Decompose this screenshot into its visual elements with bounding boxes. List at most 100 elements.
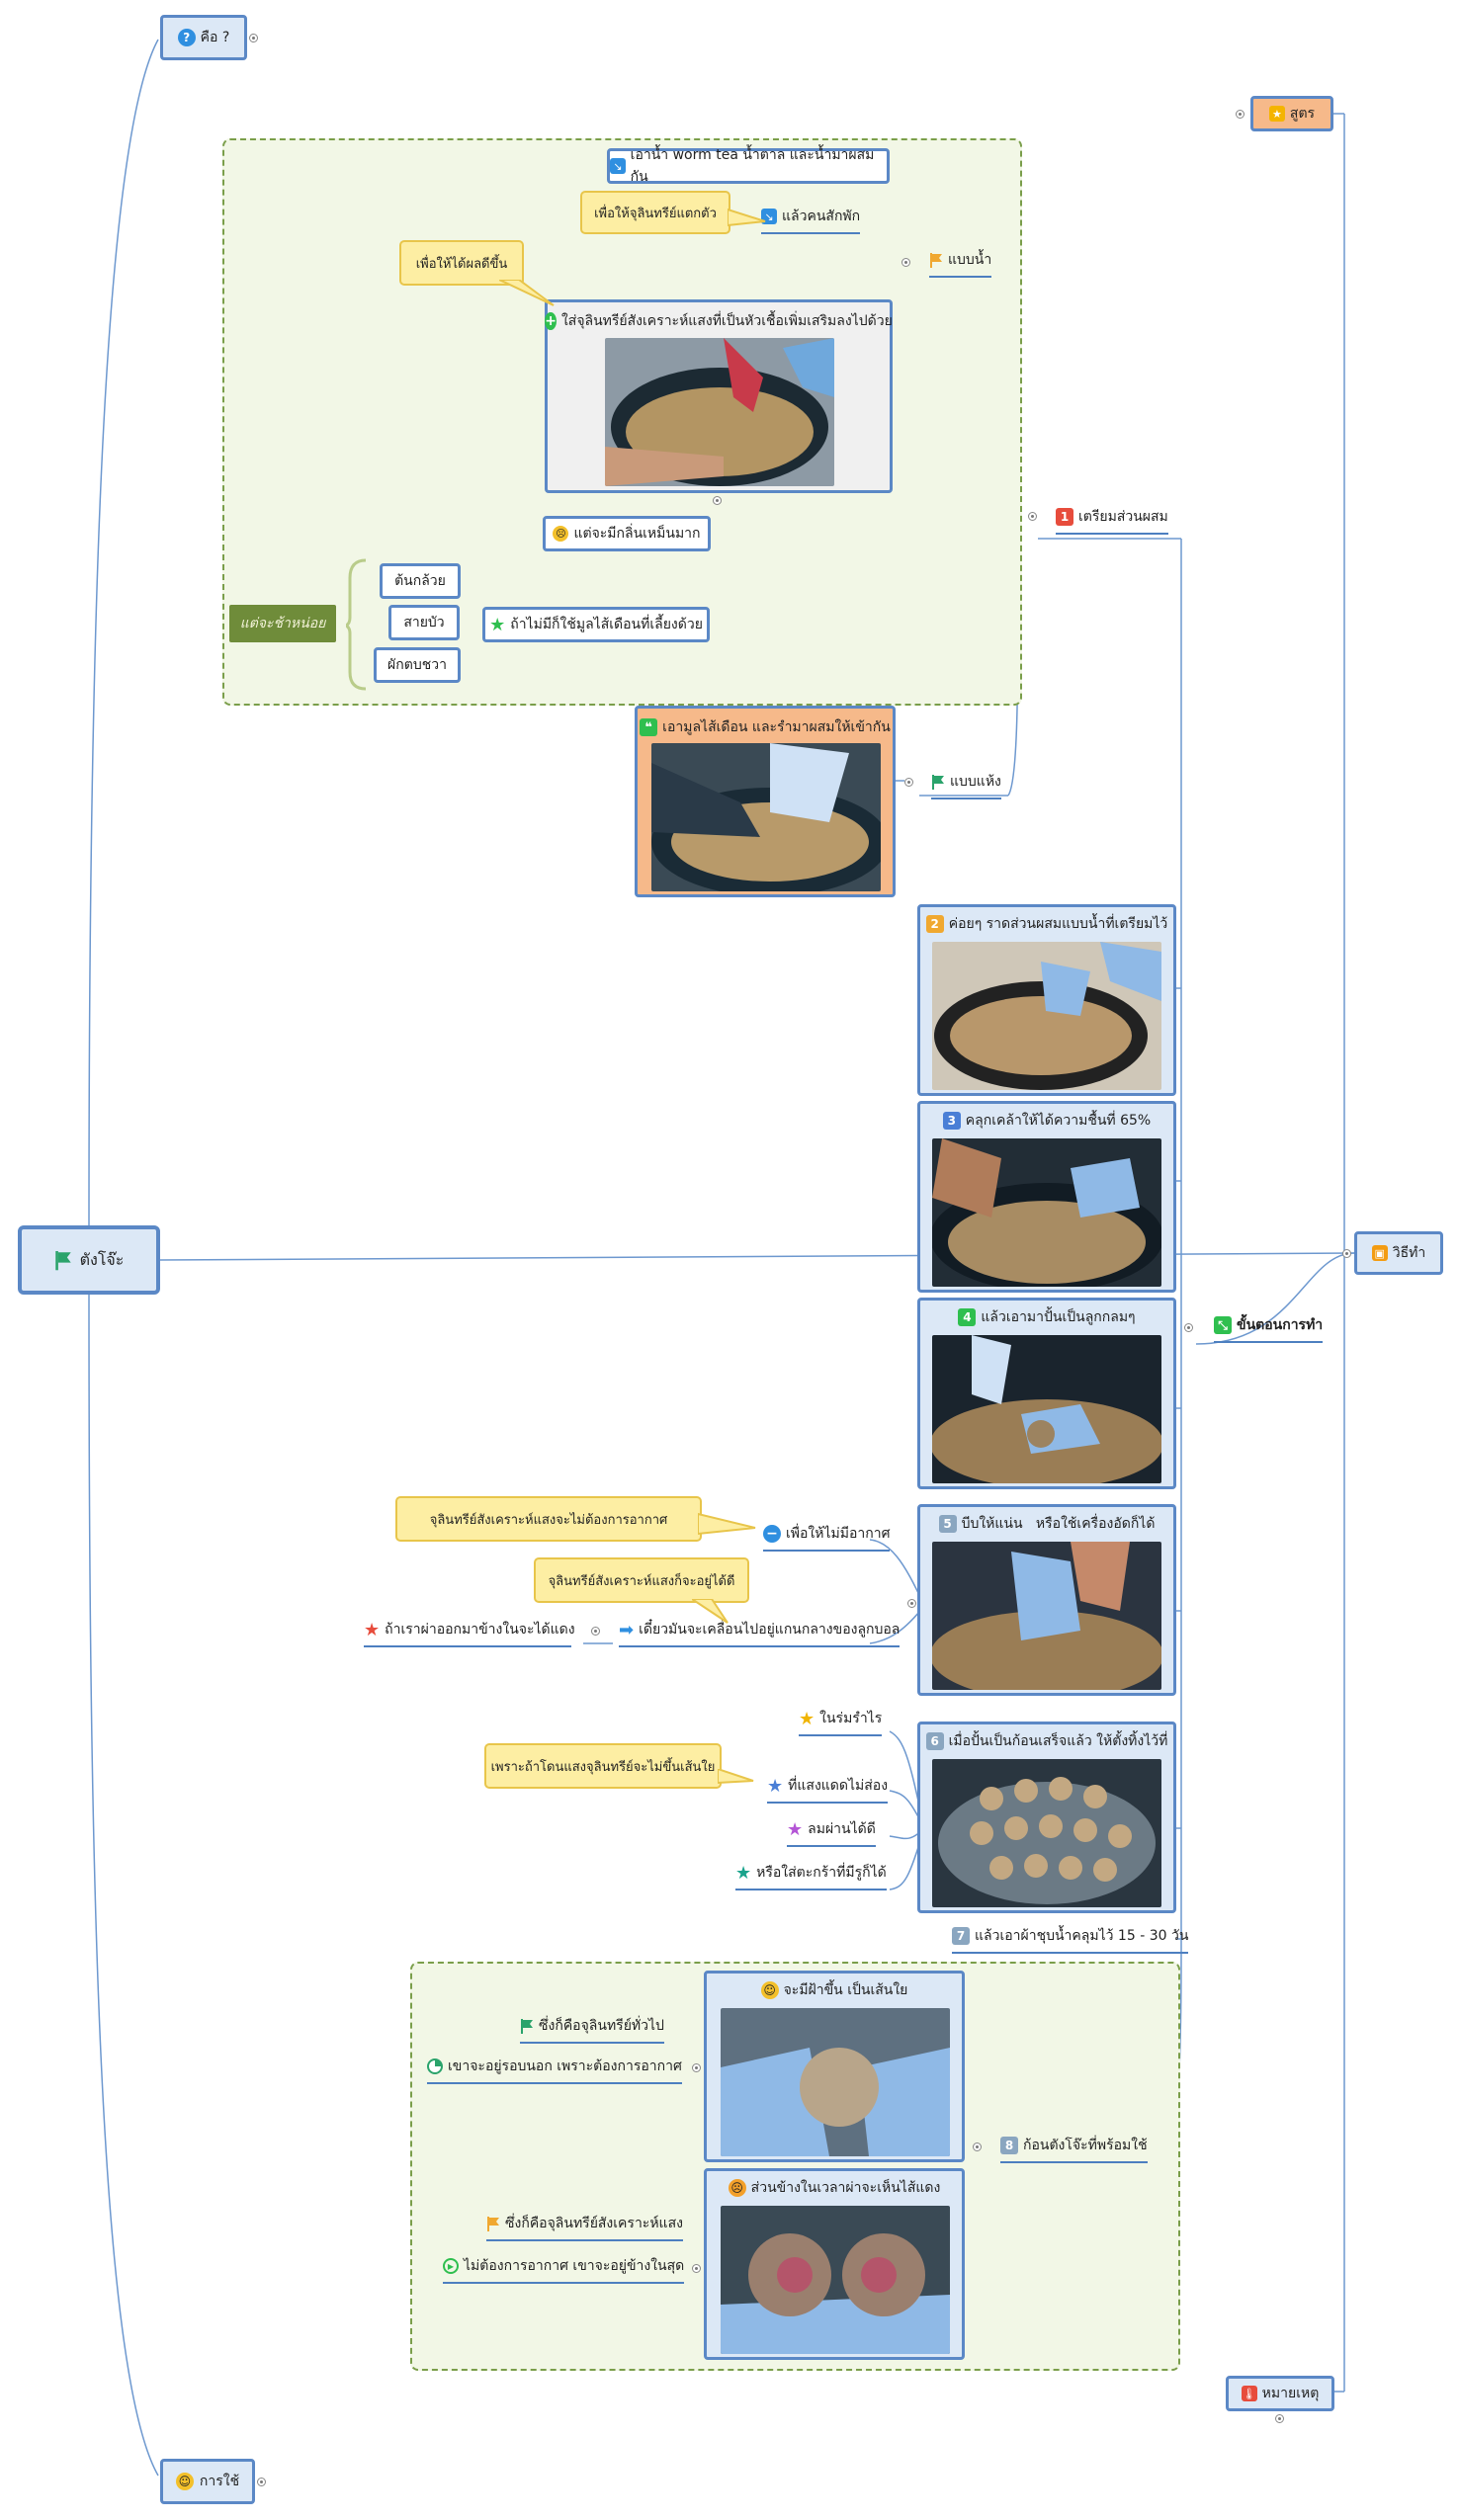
callout-stir: เพื่อให้จุลินทรีย์แตกตัว	[580, 191, 730, 234]
pie-icon	[427, 2058, 443, 2074]
number-badge-5: 5	[938, 1515, 957, 1533]
collapse-toggle[interactable]	[692, 2264, 701, 2273]
step-8[interactable]: 8 ก้อนตังโจ๊ะที่พร้อมใช้	[1000, 2135, 1148, 2163]
collapse-toggle[interactable]	[1275, 2414, 1284, 2423]
step-8-label: ก้อนตังโจ๊ะที่พร้อมใช้	[1023, 2138, 1148, 2153]
star-icon: ★	[364, 1619, 381, 1640]
topic-note-label: หมายเหตุ	[1261, 2386, 1320, 2401]
wet-step-psb[interactable]: + ใส่จุลินทรีย์สังเคราะห์แสงที่เป็นหัวเช…	[545, 299, 893, 493]
step6-shade[interactable]: ★ ในร่มรำไร	[799, 1708, 883, 1736]
callout-tail	[499, 280, 555, 306]
step-6-label: เมื่อปั้นเป็นก้อนเสร็จแล้ว ให้ตั้งทิ้งไว…	[948, 1733, 1168, 1749]
step-4[interactable]: 4 แล้วเอามาปั้นเป็นลูกกลมๆ	[917, 1298, 1176, 1489]
callout-tail	[728, 208, 766, 227]
topic-formula[interactable]: ★ สูตร	[1250, 96, 1333, 131]
collapse-toggle[interactable]	[907, 1599, 916, 1608]
topic-note[interactable]: 🌡 หมายเหตุ	[1226, 2376, 1334, 2411]
wet-step-stir[interactable]: ↘ แล้วคนสักพัก	[761, 206, 861, 234]
collapse-toggle[interactable]	[973, 2142, 982, 2151]
wet-step-psb-label: ใส่จุลินทรีย์สังเคราะห์แสงที่เป็นหัวเชื้…	[560, 313, 893, 329]
veg-summary-tag: แต่จะช้าหน่อย	[229, 605, 336, 642]
step-6[interactable]: 6 เมื่อปั้นเป็นก้อนเสร็จแล้ว ให้ตั้งทิ้ง…	[917, 1722, 1176, 1913]
callout-psb: เพื่อให้ได้ผลดีขึ้น	[399, 240, 524, 286]
result-inside-b[interactable]: ▶ ไม่ต้องการอากาศ เขาจะอยู่ข้างในสุด	[443, 2255, 685, 2284]
topic-what[interactable]: ? คือ ?	[160, 15, 247, 60]
collapse-toggle[interactable]	[901, 258, 910, 267]
wet-step-worm-cast-label: ถ้าไม่มีก็ใช้มูลไส้เดือนที่เลี้ยงด้วย	[510, 617, 703, 632]
minus-icon: −	[763, 1525, 781, 1543]
number-badge-1: 1	[1056, 508, 1073, 526]
result-inside-a[interactable]: ซึ่งก็คือจุลินทรีย์สังเคราะห์แสง	[486, 2213, 683, 2241]
veg-item-banana[interactable]: ต้นกล้วย	[380, 563, 461, 599]
central-topic[interactable]: ตังโจ๊ะ	[18, 1225, 160, 1295]
result-outside-b[interactable]: เขาจะอยู่รอบนอก เพราะต้องการอากาศ	[427, 2056, 682, 2084]
dry-step-mix[interactable]: ❝ เอามูลไส้เดือน และรำมาผสมให้เข้ากัน	[635, 706, 896, 897]
callout-stir-text: เพื่อให้จุลินทรีย์แตกตัว	[594, 206, 717, 221]
step5-no-air[interactable]: − เพื่อให้ไม่มีอากาศ	[763, 1523, 891, 1552]
collapse-toggle[interactable]	[249, 34, 258, 42]
result-outside-a[interactable]: ซึ่งก็คือจุลินทรีย์ทั่วไป	[520, 2015, 664, 2044]
question-icon: ?	[177, 29, 196, 46]
callout-tail	[698, 1512, 756, 1536]
wet-method[interactable]: แบบน้ำ	[929, 249, 992, 278]
flag-icon	[54, 1251, 71, 1271]
step-5-label: บีบให้แน่น หรือใช้เครื่องอัดก็ได้	[961, 1516, 1156, 1532]
veg-item-hyacinth[interactable]: ผักตบชวา	[374, 647, 461, 683]
result-outside[interactable]: ☺ จะมีฝ้าขึ้น เป็นเส้นใย	[704, 1971, 965, 2162]
number-badge-3: 3	[942, 1112, 961, 1130]
collapse-toggle[interactable]	[713, 496, 722, 505]
topic-method[interactable]: ▣ วิธีทำ	[1354, 1231, 1443, 1275]
collapse-toggle[interactable]	[1342, 1249, 1351, 1258]
collapse-toggle[interactable]	[591, 1627, 600, 1636]
step6-no-sun[interactable]: ★ ที่แสงแดดไม่ส่อง	[767, 1775, 889, 1804]
flag-icon	[521, 2019, 533, 2034]
step-2[interactable]: 2 ค่อยๆ ราดส่วนผสมแบบน้ำที่เตรียมไว้	[917, 904, 1176, 1096]
step5-move-center-label: เดี๋ยวมันจะเคลื่อนไปอยู่แกนกลางของลูกบอล	[639, 1622, 901, 1638]
callout-tail	[692, 1599, 729, 1624]
plus-icon: +	[545, 312, 557, 330]
callout-no-air: จุลินทรีย์สังเคราะห์แสงจะไม่ต้องการอากาศ	[395, 1496, 702, 1542]
callout-no-sun-text: เพราะถ้าโดนแสงจุลินทรีย์จะไม่ขึ้นเส้นใย	[490, 1759, 716, 1775]
step5-red-inside[interactable]: ★ ถ้าเราผ่าออกมาข้างในจะได้แดง	[364, 1619, 575, 1647]
step-5[interactable]: 5 บีบให้แน่น หรือใช้เครื่องอัดก็ได้	[917, 1504, 1176, 1696]
wet-step-smell[interactable]: ☹ แต่จะมีกลิ่นเหม็นมาก	[543, 516, 711, 551]
arrow-down-right-icon: ↘	[610, 158, 626, 174]
arrow-expand-icon: ⤡	[1214, 1316, 1232, 1334]
number-badge-2: 2	[925, 915, 944, 933]
steps-header[interactable]: ⤡ ขั้นตอนการทำ	[1214, 1314, 1324, 1343]
step6-basket[interactable]: ★ หรือใส่ตะกร้าที่มีรูก็ได้	[735, 1862, 887, 1890]
topic-use[interactable]: ☺ การใช้	[160, 2459, 255, 2504]
photo-ball-split	[721, 2206, 950, 2354]
medal-icon: ★	[1268, 106, 1285, 122]
step-4-label: แล้วเอามาปั้นเป็นลูกกลมๆ	[981, 1309, 1136, 1325]
star-icon: ★	[787, 1818, 804, 1840]
number-badge-4: 4	[958, 1308, 977, 1326]
collapse-toggle[interactable]	[904, 778, 913, 787]
smile-icon: ☺	[175, 2473, 194, 2490]
step6-airflow-label: ลมผ่านได้ดี	[808, 1821, 876, 1837]
collapse-toggle[interactable]	[1028, 512, 1037, 521]
step-3[interactable]: 3 คลุกเคล้าให้ได้ความชื้นที่ 65%	[917, 1101, 1176, 1293]
photo-ball-rest	[932, 1759, 1161, 1907]
step6-airflow[interactable]: ★ ลมผ่านได้ดี	[787, 1818, 876, 1847]
collapse-toggle[interactable]	[1184, 1323, 1193, 1332]
flag-icon	[487, 2217, 499, 2231]
star-icon: ★	[735, 1862, 752, 1884]
collapse-toggle[interactable]	[692, 2063, 701, 2072]
callout-tail	[718, 1769, 754, 1785]
veg-item-lotus[interactable]: สายบัว	[388, 605, 460, 640]
collapse-toggle[interactable]	[257, 2478, 266, 2486]
wet-step-worm-cast[interactable]: ★ ถ้าไม่มีก็ใช้มูลไส้เดือนที่เลี้ยงด้วย	[482, 607, 710, 642]
dry-method-label: แบบแห้ง	[950, 774, 1001, 790]
collapse-toggle[interactable]	[1236, 110, 1244, 119]
step-1[interactable]: 1 เตรียมส่วนผสม	[1056, 506, 1168, 535]
result-inside[interactable]: ☹ ส่วนข้างในเวลาผ่าจะเห็นไส้แดง	[704, 2168, 965, 2360]
photo-dry-mix	[651, 743, 881, 891]
topic-what-label: คือ ?	[200, 30, 230, 45]
step5-move-center[interactable]: ➡ เดี๋ยวมันจะเคลื่อนไปอยู่แกนกลางของลูกบ…	[619, 1619, 901, 1647]
star-icon: ★	[767, 1775, 784, 1797]
dry-method[interactable]: แบบแห้ง	[931, 771, 1001, 799]
dry-step-mix-label: เอามูลไส้เดือน และรำมาผสมให้เข้ากัน	[662, 719, 891, 735]
step-7[interactable]: 7 แล้วเอาผ้าชุบน้ำคลุมไว้ 15 - 30 วัน	[952, 1925, 1189, 1954]
wet-step-mix-water[interactable]: ↘ เอาน้ำ worm tea น้ำตาล และน้ำมาผสมกัน	[607, 147, 890, 185]
